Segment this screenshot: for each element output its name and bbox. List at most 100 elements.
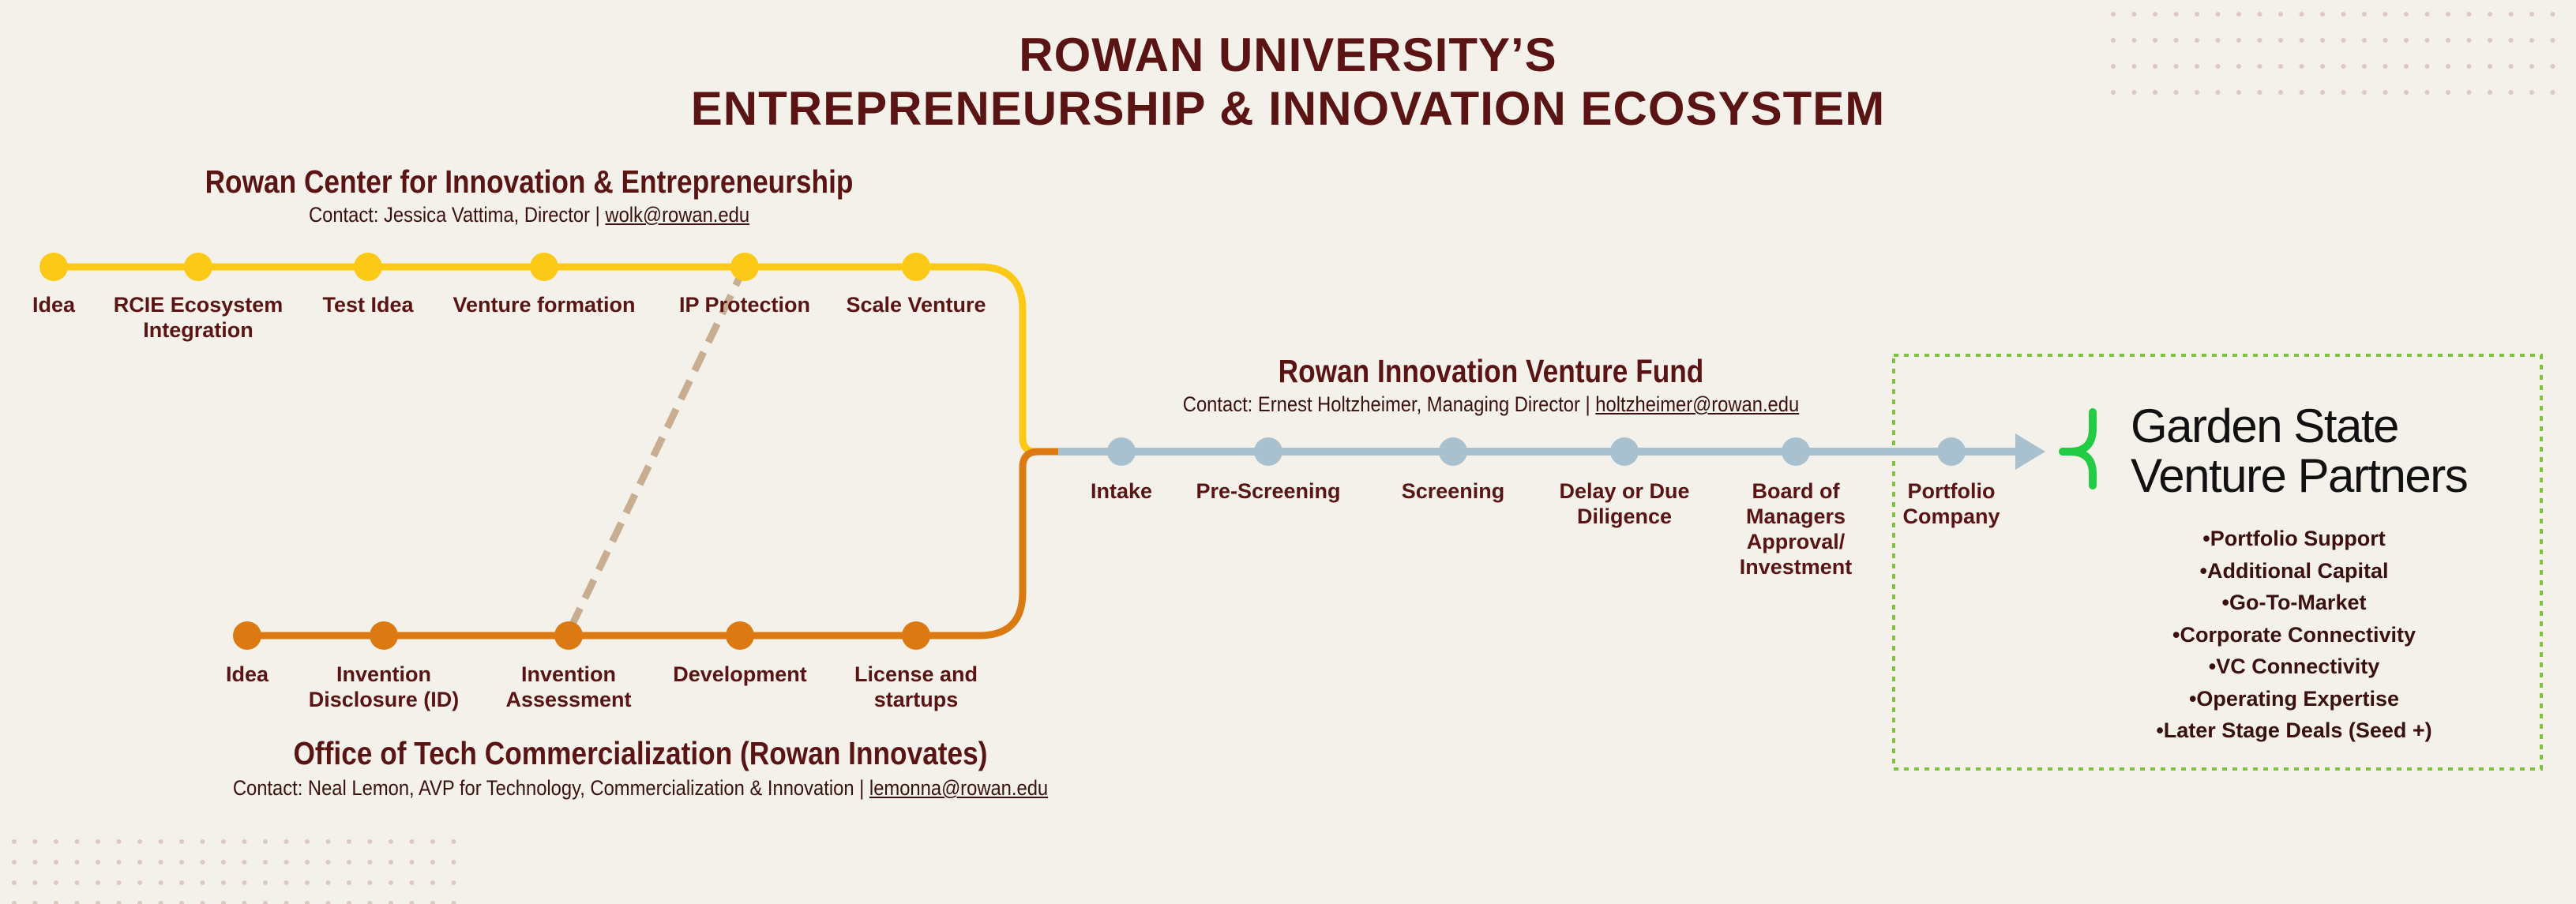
decorative-dot [221, 860, 226, 865]
service-item: •Corporate Connectivity [2172, 622, 2416, 647]
decorative-dot [305, 839, 310, 844]
decorative-dot [367, 839, 373, 844]
decorative-dot [221, 839, 226, 844]
service-item: •Later Stage Deals (Seed +) [2156, 718, 2432, 742]
decorative-dot [2404, 38, 2409, 43]
decorative-dot [2362, 90, 2367, 95]
decorative-dot [2362, 64, 2367, 69]
decorative-dot [2550, 64, 2555, 69]
decorative-dot [242, 860, 247, 865]
otc-stops [233, 621, 930, 650]
decorative-dot [389, 839, 393, 844]
decorative-dot [74, 880, 80, 885]
rivf-stop-label: Screening [1401, 479, 1505, 503]
decorative-dot [54, 880, 58, 885]
decorative-dot [116, 860, 122, 865]
decorative-dot [2278, 90, 2283, 95]
decorative-dot [2488, 64, 2492, 69]
decorative-dot [96, 860, 100, 865]
page-title: ROWAN UNIVERSITY’S ENTREPRENEURSHIP & IN… [691, 28, 1886, 136]
decorative-dot [2173, 38, 2179, 43]
decorative-dot [32, 860, 38, 865]
decorative-dot [200, 880, 205, 885]
otc-route-line [242, 448, 1066, 640]
decorative-dot [2320, 38, 2325, 43]
decorative-dot [200, 839, 205, 844]
decorative-dot [2362, 38, 2367, 43]
decorative-dot [2529, 90, 2534, 95]
decorative-dot [430, 880, 435, 885]
decorative-dot [2404, 12, 2409, 17]
rcie-stop-dot [530, 253, 558, 281]
decorative-dot [2215, 12, 2221, 17]
otc-contact: Contact: Neal Lemon, AVP for Technology,… [233, 775, 1048, 801]
decorative-dot [158, 860, 163, 865]
otc-stop-dot [902, 621, 930, 650]
otc-stop-dot [554, 621, 583, 650]
decorative-dot [284, 901, 289, 904]
decorative-dot [2488, 12, 2492, 17]
decorative-dot [2466, 12, 2472, 17]
decorative-dot [389, 880, 393, 885]
decorative-dot [200, 860, 205, 865]
decorative-dot [2424, 90, 2430, 95]
decorative-dot [284, 880, 289, 885]
rivf-stop-label: Intake [1090, 479, 1153, 503]
otc-stop-dot [233, 621, 261, 650]
gsvp-name-line-2: Venture Partners [2131, 449, 2469, 502]
rivf-stops [1107, 437, 1966, 466]
decorative-dot [242, 901, 247, 904]
otc-email-link[interactable]: lemonna@rowan.edu [869, 776, 1049, 800]
decorative-dot [305, 880, 310, 885]
rcie-title: Rowan Center for Innovation & Entreprene… [205, 163, 854, 200]
decorative-dot [430, 839, 435, 844]
decorative-dot [2362, 12, 2367, 17]
decorative-dot [2131, 38, 2137, 43]
decorative-dot [2131, 64, 2137, 69]
decorative-dot [96, 901, 100, 904]
otc-stop-dot [370, 621, 398, 650]
decorative-dot [325, 860, 331, 865]
gsvp-logo-icon [2059, 408, 2097, 490]
rcie-email-link[interactable]: wolk@rowan.edu [605, 203, 750, 227]
decorative-dot [2404, 64, 2409, 69]
decorative-dot [2173, 12, 2179, 17]
decorative-dot [2257, 90, 2262, 95]
decorative-dot [2424, 64, 2430, 69]
rivf-stop-label: Pre-Screening [1196, 479, 1341, 503]
decorative-dot [2257, 64, 2262, 69]
decorative-dot [137, 839, 142, 844]
gsvp-services-list: •Portfolio Support •Additional Capital •… [2156, 523, 2431, 747]
decorative-dot [96, 839, 100, 844]
decorative-dot [2320, 90, 2325, 95]
decorative-dot [2529, 64, 2534, 69]
decorative-dot [2215, 38, 2221, 43]
rivf-email-link[interactable]: holtzheimer@rowan.edu [1595, 392, 1800, 416]
rcie-stop-dot [730, 253, 759, 281]
decorative-dot [200, 901, 205, 904]
decorative-dot [325, 901, 331, 904]
rcie-stop-dot [184, 253, 212, 281]
decorative-dot [409, 901, 415, 904]
decorative-dot [221, 901, 226, 904]
decorative-dot [2153, 90, 2157, 95]
otc-title: Office of Tech Commercialization (Rowan … [293, 735, 988, 771]
rcie-stop-dot [902, 253, 930, 281]
decorative-dot [409, 880, 415, 885]
decorative-dot [451, 901, 456, 904]
decorative-dot [2278, 64, 2283, 69]
decorative-dot [2341, 64, 2346, 69]
decorative-dot [2424, 12, 2430, 17]
rivf-title: Rowan Innovation Venture Fund [1278, 353, 1704, 389]
decorative-dot [2383, 12, 2388, 17]
decorative-dot [389, 901, 393, 904]
rcie-contact-text: Contact: Jessica Vattima, Director | [308, 203, 606, 227]
decorative-dot [451, 839, 456, 844]
otc-contact-text: Contact: Neal Lemon, AVP for Technology,… [232, 776, 869, 800]
decorative-dot [179, 839, 184, 844]
decorative-dot [2529, 38, 2534, 43]
decorative-dot [2446, 12, 2450, 17]
